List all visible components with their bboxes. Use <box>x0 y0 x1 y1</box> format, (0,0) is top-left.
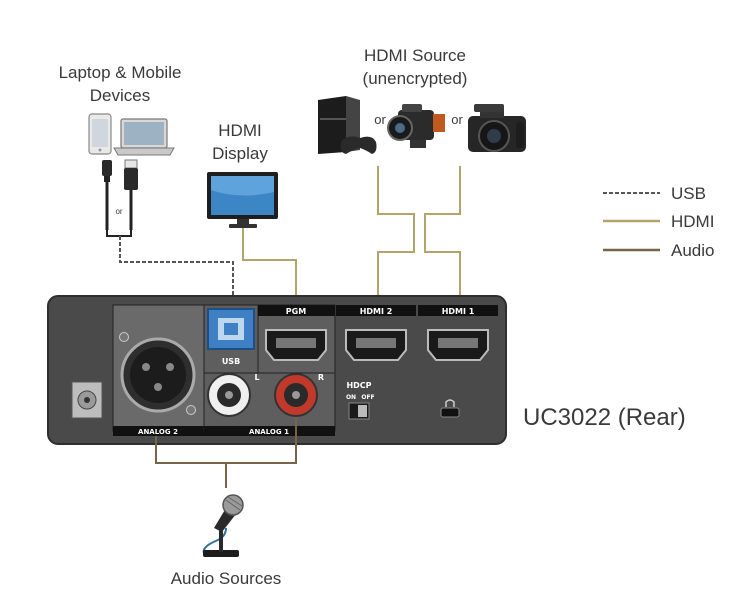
rca-left-port[interactable] <box>207 373 251 417</box>
hdmi-display-label-line2: Display <box>212 144 268 163</box>
smartphone-icon <box>88 113 112 155</box>
pgm-label: PGM <box>286 307 306 316</box>
hdmi-pgm-port[interactable] <box>265 329 327 361</box>
hdmi2-port[interactable] <box>345 329 407 361</box>
audio-sources-label: Audio Sources <box>171 569 282 588</box>
analog2-label: ANALOG 2 <box>138 428 178 436</box>
usb-cable-icon: or <box>102 159 138 237</box>
legend-usb-label: USB <box>671 184 706 203</box>
laptop-icon <box>113 118 175 156</box>
hdmi-display-label-line1: HDMI <box>218 121 261 140</box>
or-label-2: or <box>451 112 463 127</box>
xlr-input-port[interactable] <box>119 332 196 415</box>
hdmi-source-label-line2: (unencrypted) <box>363 69 468 88</box>
game-console-icon <box>318 96 377 154</box>
laptop-label-line1: Laptop & Mobile <box>59 63 182 82</box>
microphone-icon <box>202 494 244 557</box>
hdmi2-label: HDMI 2 <box>360 307 393 316</box>
legend: USB HDMI Audio <box>603 184 714 260</box>
camera-icon <box>468 104 526 152</box>
hdmi-source-label-line1: HDMI Source <box>364 46 466 65</box>
rca-right-port[interactable] <box>274 373 318 417</box>
usb-cable-line <box>119 236 234 318</box>
analog1-label: ANALOG 1 <box>249 428 289 436</box>
hdmi1-cable <box>424 166 461 318</box>
usb-port[interactable] <box>207 308 255 350</box>
hdcp-label: HDCP <box>346 381 371 390</box>
legend-audio-label: Audio <box>671 241 714 260</box>
hdcp-off-label: OFF <box>361 394 374 401</box>
or-label-1: or <box>374 112 386 127</box>
security-lock-slot <box>440 399 460 418</box>
cable-or-label: or <box>115 207 122 216</box>
legend-hdmi-label: HDMI <box>671 212 714 231</box>
laptop-label-line2: Devices <box>90 86 150 105</box>
hdmi2-cable <box>377 166 415 318</box>
monitor-icon <box>207 172 278 228</box>
rca-right-label: R <box>318 373 324 382</box>
device-rear-panel: ANALOG 2 USB ANALOG 1 L R <box>47 295 507 445</box>
device-name: UC3022 (Rear) <box>523 404 686 431</box>
hdmi-display-cable <box>242 228 297 318</box>
rca-left-label: L <box>254 373 259 382</box>
hdcp-toggle-switch[interactable] <box>348 402 370 420</box>
power-jack <box>71 381 103 419</box>
hdcp-on-label: ON <box>346 394 356 401</box>
usb-label: USB <box>222 357 240 366</box>
hdmi1-port[interactable] <box>427 329 489 361</box>
camcorder-icon <box>387 104 445 148</box>
hdmi1-label: HDMI 1 <box>442 307 475 316</box>
